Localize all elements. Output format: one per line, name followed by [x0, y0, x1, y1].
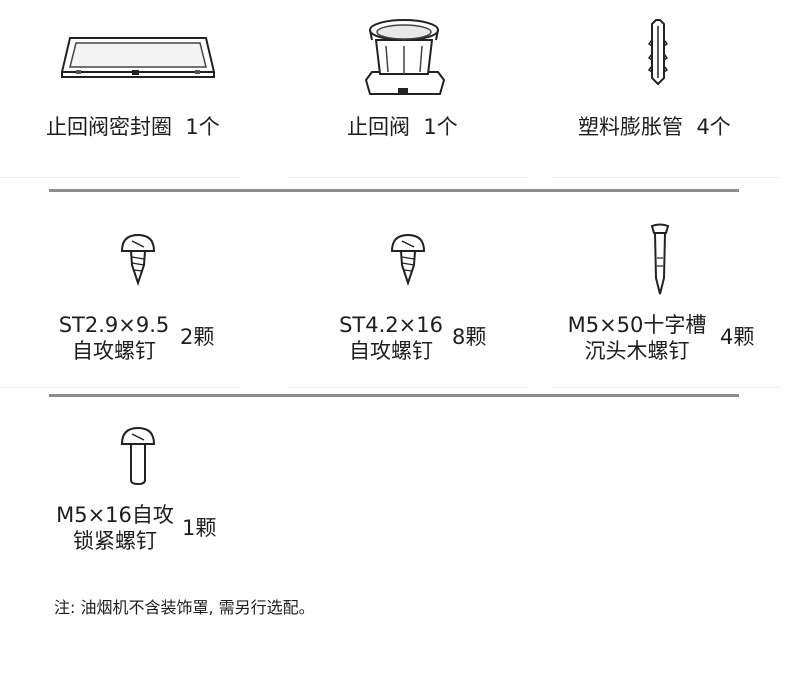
item-label: ST2.9×9.5 自攻螺钉 [52, 312, 176, 364]
item-name: 塑料膨胀管 [578, 115, 683, 139]
item-quantity: 2颗 [180, 325, 215, 349]
cell-edge [0, 177, 240, 178]
wood-screw-icon [650, 223, 670, 300]
item-label: M5×50十字槽 沉头木螺钉 [562, 312, 712, 364]
item-name: 止回阀密封圈 [46, 115, 172, 139]
item-name: 止回阀 [347, 115, 410, 139]
section-divider [49, 394, 739, 397]
cell-edge [0, 387, 240, 388]
item-spec: M5×16自攻 [56, 503, 174, 527]
self-tapping-screw-icon [390, 233, 426, 289]
item-label: 止回阀 1个 [347, 114, 458, 140]
cell-edge [552, 387, 780, 388]
section-divider [49, 189, 739, 192]
item-quantity: 1个 [423, 115, 458, 139]
item-spec: M5×50十字槽 [567, 313, 707, 337]
cell-edge [288, 177, 528, 178]
cell-edge [552, 177, 780, 178]
self-tapping-screw-icon [120, 233, 156, 289]
item-spec: ST2.9×9.5 [58, 313, 170, 337]
item-name: 沉头木螺钉 [584, 339, 690, 363]
footnote: 注: 油烟机不含装饰罩, 需另行选配。 [54, 598, 315, 617]
item-quantity: 4颗 [720, 325, 755, 349]
gasket-icon [58, 34, 218, 84]
cell-edge [288, 387, 528, 388]
item-label: ST4.2×16 自攻螺钉 [332, 312, 450, 364]
locking-screw-icon [120, 426, 156, 490]
item-label: M5×16自攻 锁紧螺钉 [54, 502, 176, 554]
item-quantity: 8颗 [452, 325, 487, 349]
item-name: 锁紧螺钉 [73, 529, 157, 553]
item-quantity: 4个 [696, 115, 731, 139]
item-name: 自攻螺钉 [349, 339, 433, 363]
item-label: 塑料膨胀管 4个 [578, 114, 731, 140]
item-name: 自攻螺钉 [72, 339, 156, 363]
wall-anchor-icon [647, 19, 669, 90]
item-label: 止回阀密封圈 1个 [46, 114, 220, 140]
item-quantity: 1颗 [182, 516, 217, 540]
item-spec: ST4.2×16 [339, 313, 443, 337]
item-quantity: 1个 [185, 115, 220, 139]
check-valve-icon [358, 16, 450, 100]
